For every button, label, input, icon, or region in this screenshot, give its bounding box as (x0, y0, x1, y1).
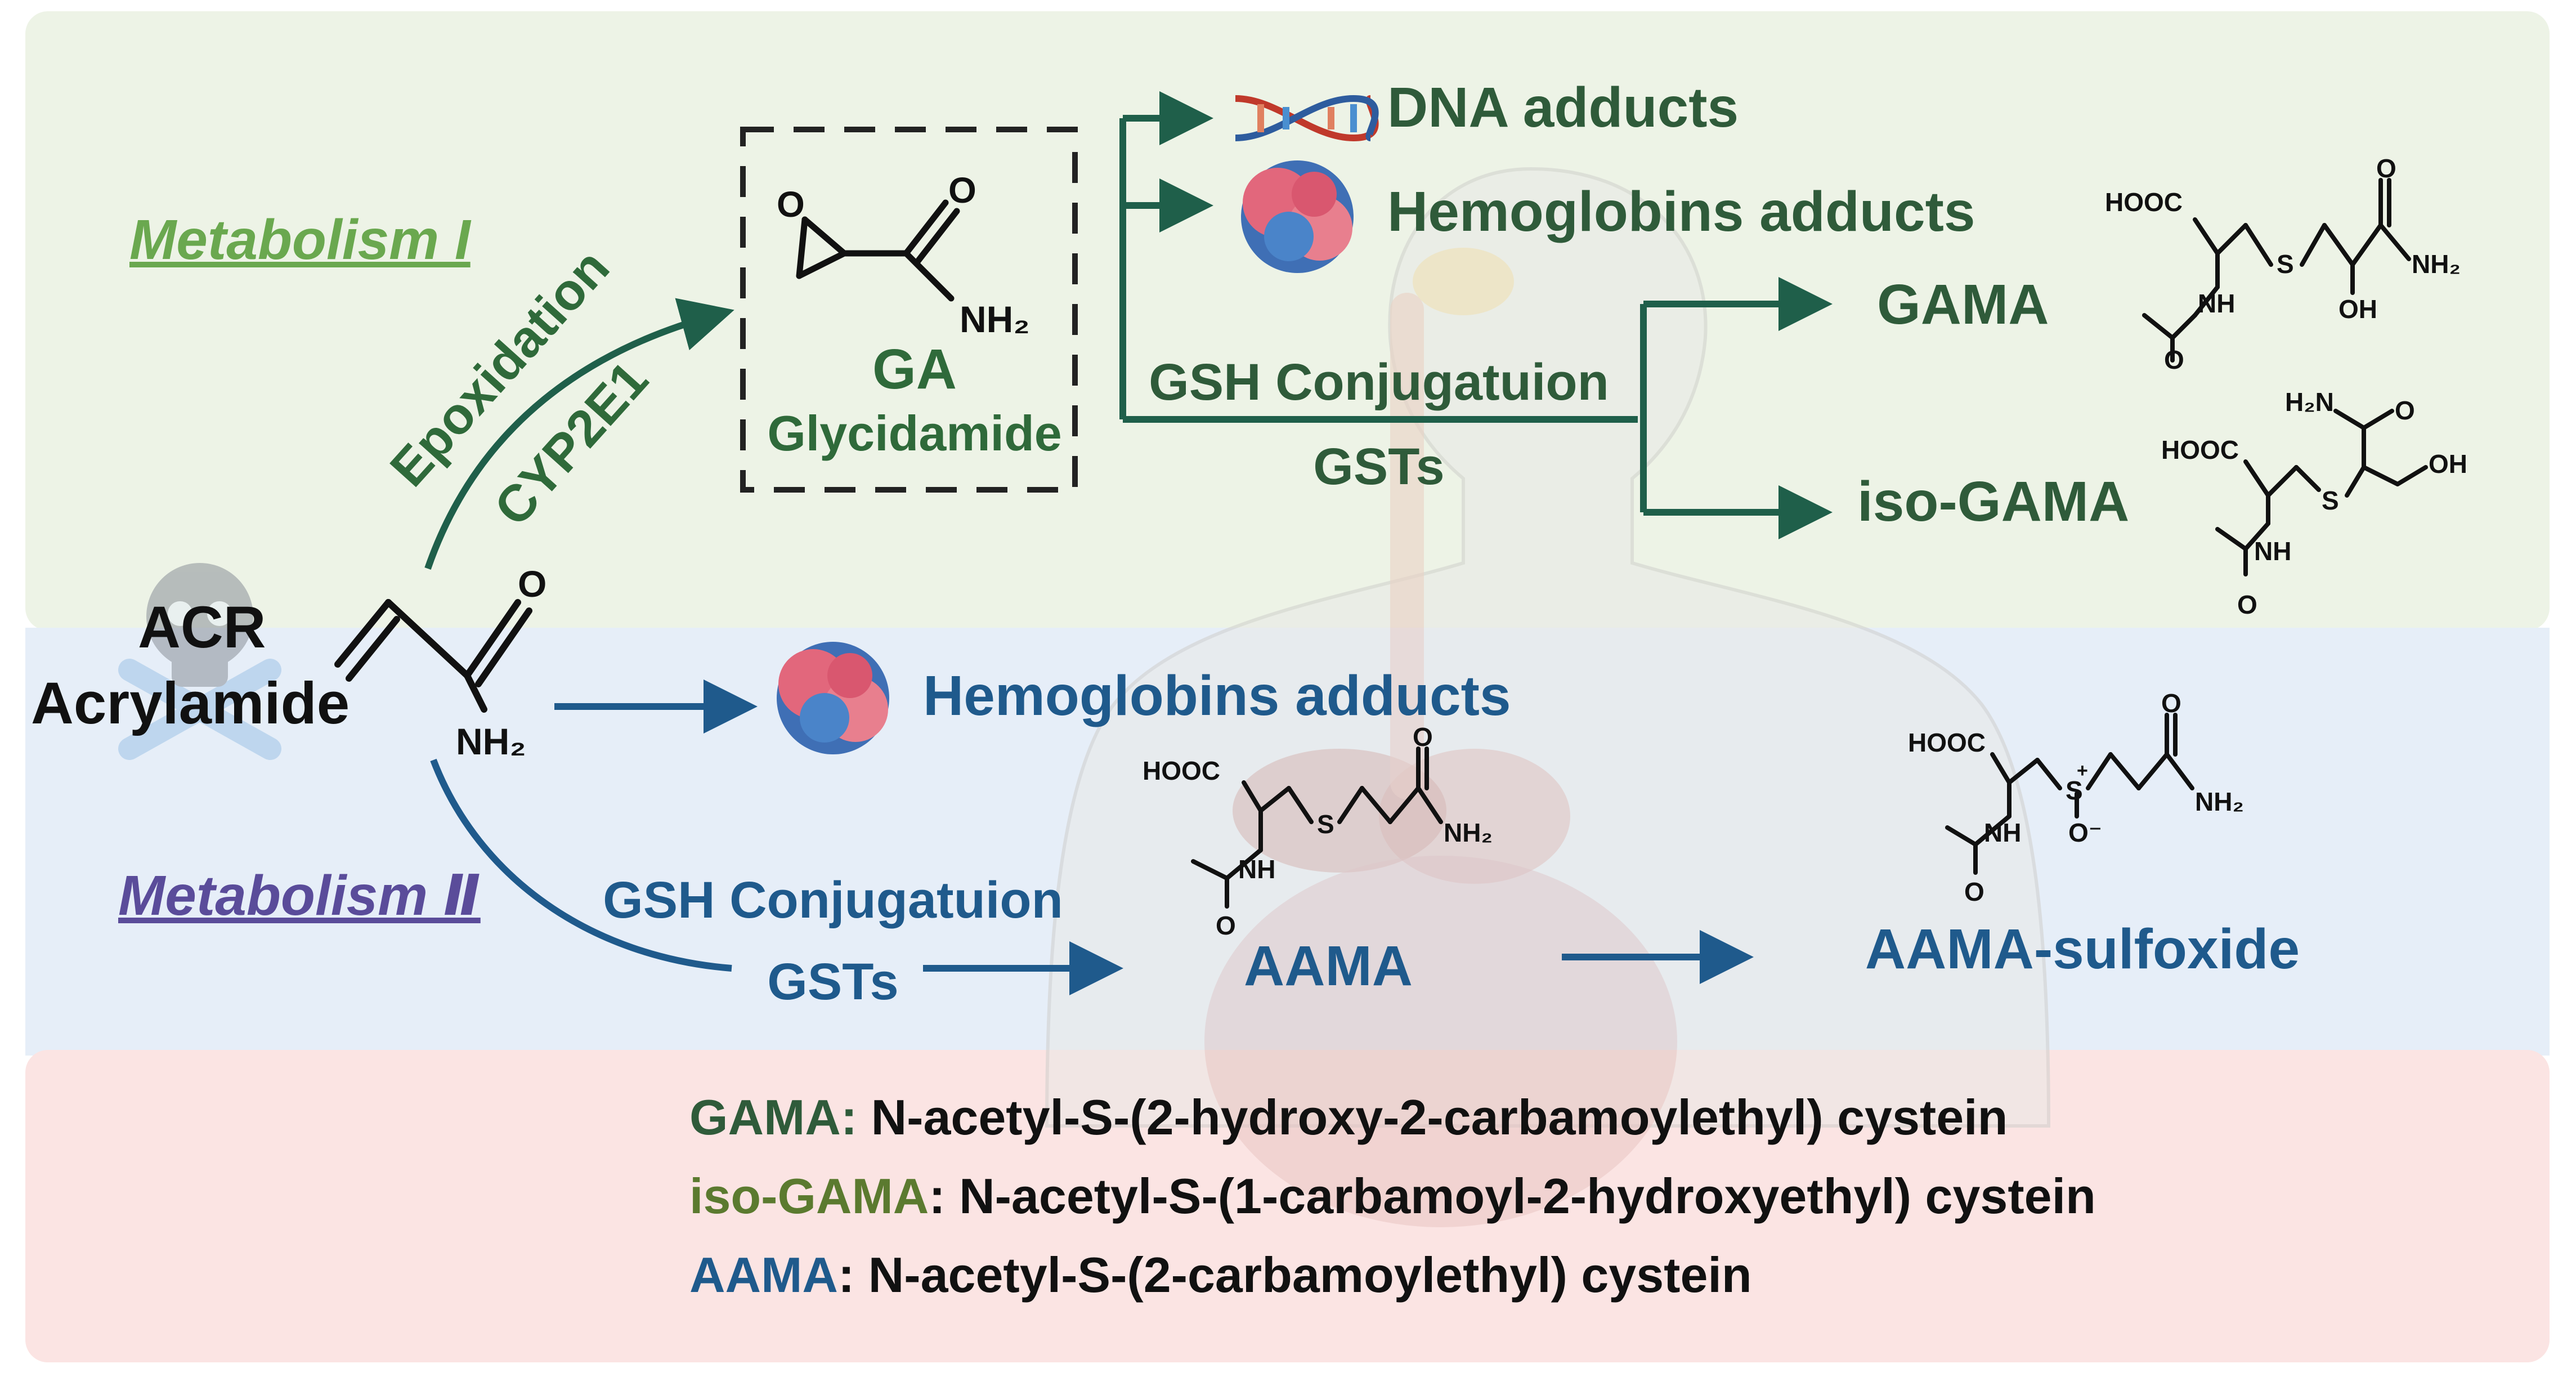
iso-gama-structure (2215, 409, 2428, 576)
legend-gama-text: N-acetyl-S-(2-hydroxy-2-carbamoylethyl) … (857, 1089, 2008, 1145)
acrylamide-label: Acrylamide (31, 670, 350, 736)
gama-o-acetyl: O (2164, 345, 2184, 374)
aama-sulfoxide-structure (1945, 713, 2194, 875)
legend-iso-gama-sep: : (929, 1168, 945, 1224)
abbreviation-legend: GAMA: N-acetyl-S-(2-hydroxy-2-carbamoyle… (689, 1089, 2096, 1303)
legend-gama-abbr: GAMA (689, 1089, 841, 1145)
gama-hooc: HOOC (2105, 187, 2183, 217)
gama-o: O (2376, 154, 2396, 183)
ga-label: GA (872, 338, 957, 401)
gsts-1-label: GSTs (1313, 438, 1444, 495)
gama-s: S (2277, 249, 2294, 279)
gsh-conjugation-1-label: GSH Conjugatuion (1149, 354, 1609, 411)
metabolism-2-label: Metabolism Ⅱ (118, 864, 481, 927)
dna-adducts-label: DNA adducts (1387, 76, 1739, 139)
gama-structure (2142, 178, 2411, 363)
hemoglobins-adducts-2-label: Hemoglobins adducts (923, 664, 1511, 727)
dna-icon (1235, 95, 1379, 142)
aama-sulfoxide-label: AAMA-sulfoxide (1865, 918, 2300, 981)
acrylamide-o: O (518, 563, 546, 605)
legend-row-gama: GAMA: N-acetyl-S-(2-hydroxy-2-carbamoyle… (689, 1089, 2008, 1145)
intestine-shape (1204, 856, 1677, 1227)
iso-gama-o-acetyl: O (2237, 590, 2257, 619)
iso-gama-hooc: HOOC (2161, 435, 2239, 464)
liver-shape (1233, 749, 1446, 873)
aama-sulfoxide-nh2: NH₂ (2195, 787, 2244, 816)
gsh-conjugation-2-label: GSH Conjugatuion (603, 871, 1063, 929)
gama-oh: OH (2338, 294, 2377, 324)
glycidamide-structure (796, 199, 960, 302)
legend-iso-gama-abbr: iso-GAMA (689, 1168, 929, 1224)
hemoglobin-icon-1 (1241, 160, 1354, 273)
aama-label: AAMA (1244, 935, 1413, 998)
aama-nh: NH (1238, 855, 1275, 884)
glycidamide-box (740, 127, 1078, 493)
aama-nh2: NH₂ (1444, 818, 1493, 847)
legend-row-aama: AAMA: N-acetyl-S-(2-carbamoylethyl) cyst… (689, 1247, 1752, 1303)
aama-sulfoxide-o: O (2161, 688, 2181, 718)
legend-aama-sep: : (838, 1247, 854, 1303)
legend-aama-text: N-acetyl-S-(2-carbamoylethyl) cystein (854, 1247, 1751, 1303)
iso-gama-o: O (2395, 396, 2415, 425)
aama-s: S (1317, 810, 1334, 839)
glycidamide-o: O (948, 170, 976, 211)
acrylamide-structure (334, 599, 532, 713)
hemoglobins-adducts-1-label: Hemoglobins adducts (1387, 180, 1975, 243)
aama-o: O (1413, 722, 1433, 752)
iso-gama-oh: OH (2429, 449, 2467, 479)
gsh-conjugation-2-curve (430, 758, 732, 972)
glycidamide-o-ring: O (777, 184, 805, 225)
panel-legend (25, 1050, 2550, 1362)
legend-gama-sep: : (841, 1089, 857, 1145)
panel-metabolism-1 (25, 11, 2550, 631)
metabolism-1-label: Metabolism I (129, 208, 472, 271)
glycidamide-label: Glycidamide (767, 405, 1061, 461)
thyroid-shape (1413, 248, 1514, 315)
epoxidation-arrow (424, 298, 734, 570)
aama-sulfoxide-s-plus: + (2077, 760, 2088, 781)
gama-nh2: NH₂ (2412, 249, 2461, 279)
glycidamide-nh2: NH₂ (960, 298, 1030, 340)
aama-sulfoxide-o-acetyl: O (1964, 877, 1984, 906)
aama-sulfoxide-hooc: HOOC (1908, 728, 1986, 757)
iso-gama-s: S (2322, 486, 2339, 515)
acrylamide-nh2: NH₂ (456, 721, 526, 762)
aama-sulfoxide-o-minus: O⁻ (2068, 818, 2102, 847)
aama-hooc: HOOC (1143, 756, 1220, 785)
acr-label: ACR (138, 594, 266, 660)
gama-nh: NH (2198, 289, 2235, 318)
skull-crossbones-icon (118, 563, 281, 760)
human-body-silhouette (1045, 167, 2051, 1227)
legend-iso-gama-text: N-acetyl-S-(1-carbamoyl-2-hydroxyethyl) … (946, 1168, 2096, 1224)
iso-gama-nh: NH (2254, 536, 2291, 566)
hemoglobin-icon-2 (777, 642, 889, 754)
iso-gama-h2n: H₂N (2285, 387, 2334, 417)
gama-label: GAMA (1877, 273, 2049, 336)
ga-branch-lines (1119, 91, 1833, 539)
aama-sulfoxide-s: S (2066, 776, 2083, 805)
aama-o-acetyl: O (1216, 911, 1236, 940)
iso-gama-label: iso-GAMA (1857, 470, 2129, 533)
gsts-2-label: GSTs (767, 953, 898, 1011)
aama-structure (1191, 746, 1443, 909)
aama-sulfoxide-nh: NH (1984, 818, 2021, 847)
legend-aama-abbr: AAMA (689, 1247, 838, 1303)
legend-row-iso-gama: iso-GAMA: N-acetyl-S-(1-carbamoyl-2-hydr… (689, 1168, 2096, 1224)
